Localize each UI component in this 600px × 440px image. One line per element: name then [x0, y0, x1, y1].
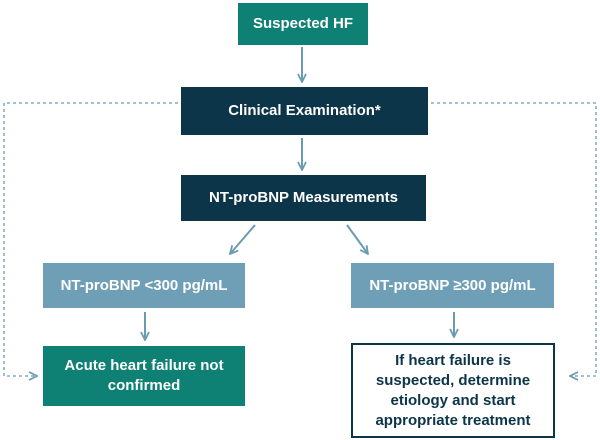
node-nt-probnp-high-label: NT-proBNP ≥300 pg/mL [369, 276, 536, 294]
node-suspected-hf: Suspected HF [238, 3, 368, 45]
node-nt-probnp-high: NT-proBNP ≥300 pg/mL [351, 263, 554, 308]
node-nt-probnp-low: NT-proBNP <300 pg/mL [43, 263, 245, 308]
arrow-measurements-to-high [346, 224, 368, 254]
arrow-measurements-to-low [230, 224, 256, 254]
node-nt-probnp-measurements-label: NT-proBNP Measurements [209, 189, 398, 206]
node-clinical-examination-label: Clinical Examination* [228, 102, 381, 119]
dashed-arrow-clinical-to-not-confirmed [3, 102, 178, 376]
node-clinical-examination: Clinical Examination* [181, 87, 428, 135]
dashed-arrow-clinical-to-treatment [431, 102, 597, 376]
node-suspected-treatment: If heart failure is suspected, determine… [351, 343, 555, 438]
node-nt-probnp-low-label: NT-proBNP <300 pg/mL [60, 276, 228, 294]
node-not-confirmed: Acute heart failure not confirmed [43, 346, 245, 406]
node-suspected-hf-label: Suspected HF [252, 15, 354, 32]
node-suspected-treatment-label: If heart failure is suspected, determine… [375, 351, 531, 429]
node-nt-probnp-measurements: NT-proBNP Measurements [181, 175, 426, 221]
node-not-confirmed-label: Acute heart failure not confirmed [64, 357, 224, 394]
